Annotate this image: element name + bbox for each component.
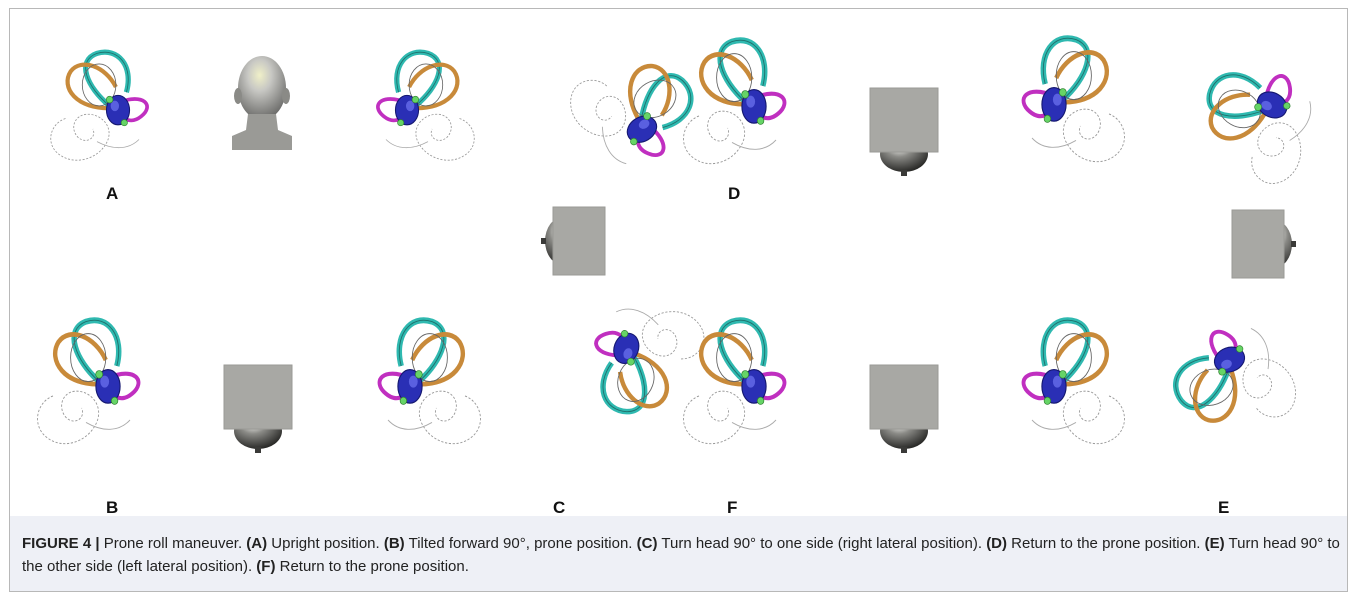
panel-label-a: A xyxy=(106,184,119,203)
caption-text-b: Tilted forward 90°, prone position. xyxy=(404,535,637,552)
ear-model-d-mid xyxy=(688,32,808,182)
ear-model-b-left xyxy=(42,312,162,462)
head-prone-icon-b xyxy=(223,364,293,454)
ear-model-d-left xyxy=(518,28,668,148)
caption-figure-id: FIGURE 4 | xyxy=(22,535,100,552)
ear-model-f-left xyxy=(688,312,808,462)
caption-key-b: (B) xyxy=(383,535,405,552)
ear-model-d-right xyxy=(1000,30,1120,180)
caption-key-e: (E) xyxy=(1204,535,1225,552)
head-lateral-icon-c xyxy=(540,206,606,276)
panel-label-c: C xyxy=(553,498,566,517)
ear-model-d-far-right xyxy=(1180,28,1330,158)
caption-title: Prone roll maneuver. xyxy=(99,535,247,552)
head-prone-icon-d xyxy=(869,87,939,177)
ear-model-b-right xyxy=(356,312,476,462)
figure-frame xyxy=(9,8,1348,592)
caption-text-a: Upright position. xyxy=(267,535,384,552)
head-upright-icon xyxy=(232,56,292,150)
panel-label-d: D xyxy=(728,184,741,203)
caption-key-f: (F) xyxy=(256,558,276,575)
caption-background xyxy=(10,516,1347,591)
caption-text-d: Return to the prone position. xyxy=(1007,535,1205,552)
panel-label-b: B xyxy=(106,498,119,517)
caption-text-f: Return to the prone position. xyxy=(275,558,469,575)
ear-model-c xyxy=(515,335,665,455)
ear-model-a-right xyxy=(340,45,480,165)
head-lateral-icon-e xyxy=(1231,209,1297,279)
caption-text-c: Turn head 90° to one side (right lateral… xyxy=(657,535,987,552)
ear-model-e xyxy=(1178,335,1338,455)
caption-key-d: (D) xyxy=(986,535,1008,552)
ear-model-f-right xyxy=(1000,312,1120,462)
caption-text-e: Turn head 90° to the other side (left la… xyxy=(22,535,1340,575)
head-prone-icon-f xyxy=(869,364,939,454)
caption-key-c: (C) xyxy=(636,535,658,552)
panel-label-f: F xyxy=(727,498,738,517)
panel-label-e: E xyxy=(1218,498,1230,517)
figure-caption: FIGURE 4 | Prone roll maneuver. (A) Upri… xyxy=(22,532,1342,578)
caption-key-a: (A) xyxy=(246,535,268,552)
ear-model-a-left xyxy=(55,45,195,165)
